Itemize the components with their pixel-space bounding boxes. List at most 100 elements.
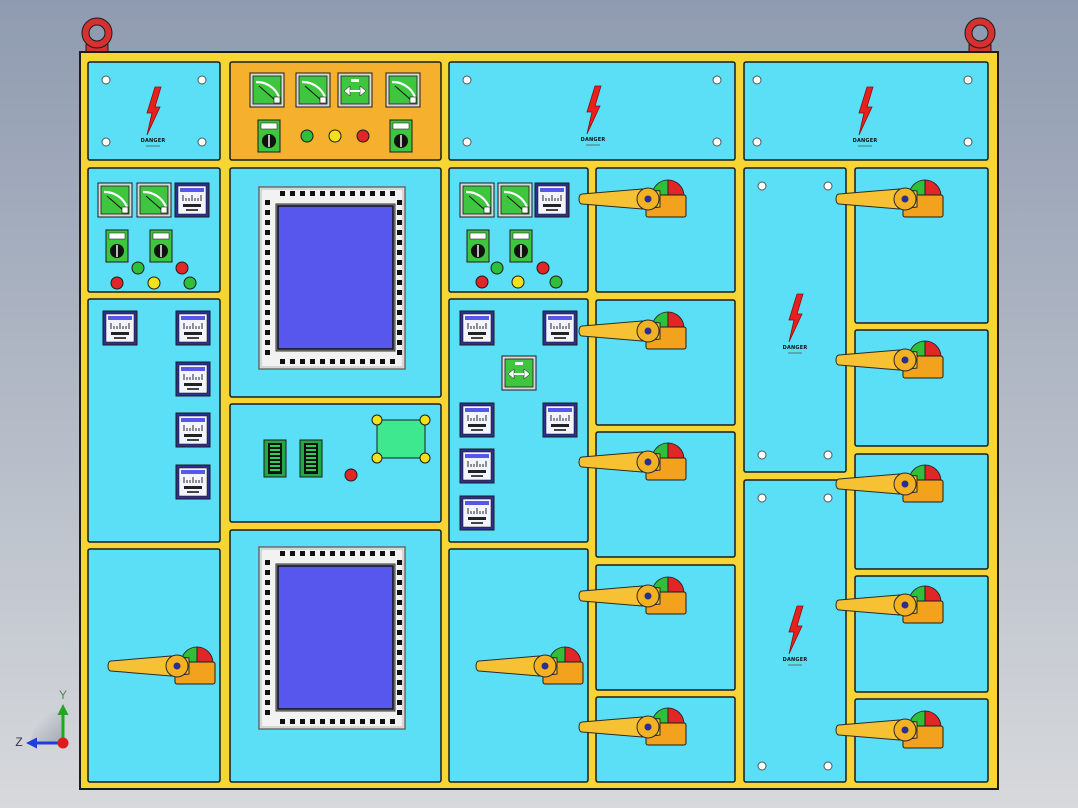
terminal-contact [270,445,280,447]
hmi-mount-hole [380,359,385,364]
lifting-eye-hole [971,24,989,42]
terminal-contact [306,449,316,451]
mounting-hole [823,181,833,191]
meter-scale [301,80,327,98]
hmi-mount-hole [350,551,355,556]
meter-scale [110,323,130,329]
hmi-mount-hole [397,640,402,645]
isolator-hub-screw [644,458,652,466]
isolator-hub-screw [173,662,181,670]
mounting-hole [462,75,472,85]
mounting-hole [757,181,767,191]
hmi-mount-hole [340,359,345,364]
isolator-hub-screw [644,327,652,335]
hmi-mount-hole [290,551,295,556]
meter-caption [471,337,483,339]
hmi-mount-hole [370,551,375,556]
indicator-light-left-1 [110,276,124,290]
lightning-bolt-icon [788,605,804,655]
hmi-mount-hole [265,630,270,635]
indicator-light-center-1 [475,275,489,289]
danger-label: DANGER [783,657,808,663]
meter-scale [550,415,570,421]
meter-scale [142,190,168,208]
isolator-feeder-a4 [578,576,687,615]
indicator-light-center-2 [490,261,504,275]
terminal-contact [270,449,280,451]
lifting-eye-hole [88,24,106,42]
meter-scale [391,80,417,98]
lightning-bolt-icon [146,86,162,136]
terminal-contact [270,469,280,471]
meter-readout [184,486,202,489]
hmi-mount-hole [350,719,355,724]
hmi-mount-hole [397,260,402,265]
hmi-mount-hole [397,560,402,565]
isolator-left [107,646,216,685]
hmi-mount-hole [390,191,395,196]
hmi-mount-hole [265,580,270,585]
indicator-light-left-2 [131,261,145,275]
hmi-mount-hole [310,191,315,196]
instrument-center-4 [542,402,578,438]
hmi-mount-hole [397,250,402,255]
isolator-hub-screw [901,356,909,364]
selector-switch-center-1 [466,229,490,263]
hmi-mount-hole [300,191,305,196]
hmi-lower [258,546,406,730]
meter-readout [468,332,486,335]
meter-header [181,367,205,371]
isolator-hub-screw [644,195,652,203]
hmi-mount-hole [397,680,402,685]
lifting-eye-right [964,17,996,54]
hmi-mount-hole [390,359,395,364]
meter-caption [114,337,126,339]
hmi-mount-hole [280,191,285,196]
hmi-mount-hole [265,270,270,275]
meter-needle [506,195,524,211]
isolator-center [475,646,584,685]
view-triad-icon: Y Z [15,688,69,749]
terminal-contact [270,453,280,455]
isolator-hub-screw [644,592,652,600]
meter-readout [111,332,129,335]
meter-caption [471,429,483,431]
meter-header [540,188,564,192]
meter-readout [184,434,202,437]
terminal-contact [306,469,316,471]
hmi-mount-hole [320,719,325,724]
meter-scale [503,190,529,208]
meter-header [465,501,489,505]
hmi-mount-hole [390,719,395,724]
hmi-mount-hole [265,590,270,595]
indicator-light-left-5 [183,276,197,290]
hmi-mount-hole [397,580,402,585]
meter-header [181,470,205,474]
hmi-mount-hole [265,690,270,695]
hmi-mount-hole [397,310,402,315]
meter-caption [187,439,199,441]
meter-scale [183,477,203,483]
hmi-mount-hole [397,610,402,615]
hmi-mount-hole [265,700,270,705]
meter-header [548,408,572,412]
meter-readout [468,424,486,427]
isolator-hub-screw [901,480,909,488]
hmi-mount-hole [265,230,270,235]
hmi-mount-hole [397,330,402,335]
meter-scale [467,508,487,514]
isolator-hub-screw [901,601,909,609]
triad-x-axis-origin [57,737,69,749]
meter-readout [183,204,201,207]
meter-zero-adjust [160,206,168,214]
hmi-mount-hole [397,700,402,705]
meter-scale [255,80,281,98]
hmi-mount-hole [265,320,270,325]
hmi-mount-hole [370,359,375,364]
meter-center-1 [459,182,495,218]
danger-label: DANGER [141,138,166,144]
mounting-hole [752,137,762,147]
meter-readout [551,424,569,427]
meter-zero-adjust [521,206,529,214]
